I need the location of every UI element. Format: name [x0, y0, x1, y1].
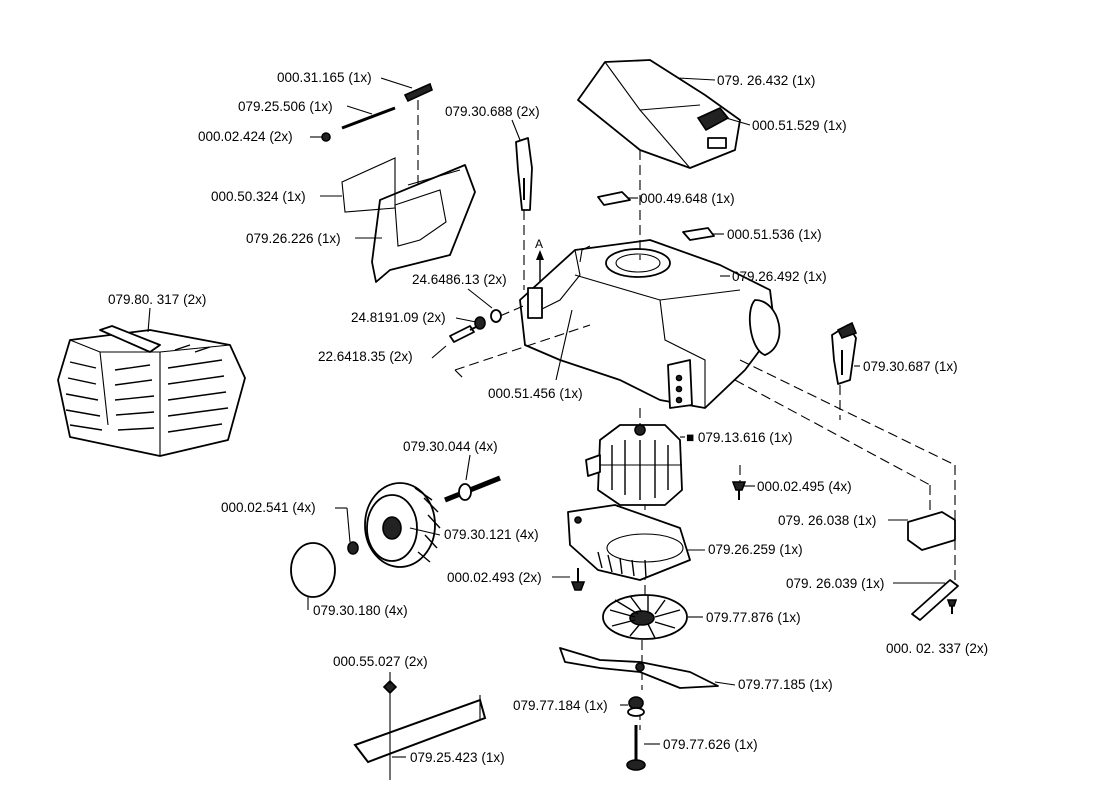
motor-drawing — [585, 424, 683, 506]
callout-p34: 079.25.423 (1x) — [410, 750, 505, 765]
grass-box-drawing — [57, 325, 246, 457]
bolt-washer-set-drawing — [449, 303, 529, 343]
fan-drawing — [602, 594, 688, 640]
label-plate-right — [682, 227, 715, 241]
wheel-assembly-drawing — [290, 475, 501, 598]
side-cover-drawing — [907, 511, 959, 621]
callout-p26: 079. 26.039 (1x) — [786, 576, 884, 591]
callout-p12: 079.26.492 (1x) — [732, 269, 827, 284]
callout-p31: 079.77.185 (1x) — [738, 677, 833, 692]
callout-p33: 079.77.626 (1x) — [663, 737, 758, 752]
callout-p18: ■ 079.13.616 (1x) — [686, 430, 793, 445]
callout-p30: 000.55.027 (2x) — [333, 654, 428, 669]
callout-p8: 000.49.648 (1x) — [640, 191, 735, 206]
arrow-a-marker: A — [535, 237, 544, 282]
callout-p15: 22.6418.35 (2x) — [318, 349, 413, 364]
motor-screw-drawing — [731, 481, 747, 500]
housing-screw-drawing — [570, 568, 586, 591]
callout-p10: 000.51.536 (1x) — [727, 227, 822, 242]
callout-p21: 000.02.541 (4x) — [221, 500, 316, 515]
callout-p6: 000.51.529 (1x) — [752, 118, 847, 133]
callout-p7: 000.50.324 (1x) — [211, 189, 306, 204]
callout-p24: 079.26.259 (1x) — [708, 542, 803, 557]
callout-p22: 079.30.121 (4x) — [444, 527, 539, 542]
callout-p14: 24.8191.09 (2x) — [351, 310, 446, 325]
label-plate-center — [597, 191, 631, 206]
mower-housing-drawing — [519, 239, 781, 409]
part-callouts: 000.31.165 (1x) 079.25.506 (1x) 000.02.4… — [108, 70, 988, 765]
callout-p25: 000.02.493 (2x) — [447, 570, 542, 585]
callout-p5: 079. 26.432 (1x) — [717, 73, 815, 88]
arrow-a-label: A — [535, 237, 543, 251]
callout-p20: 000.02.495 (4x) — [757, 479, 852, 494]
callout-p27: 079.30.180 (4x) — [313, 603, 408, 618]
callout-p4: 079.30.688 (2x) — [445, 104, 540, 119]
height-adjust-wire-drawing — [353, 679, 487, 780]
callout-p16: 079.30.687 (1x) — [863, 359, 958, 374]
callout-p13: 079.80. 317 (2x) — [108, 292, 206, 307]
motor-cover-drawing — [577, 59, 741, 169]
callout-p9: 079.26.226 (1x) — [246, 231, 341, 246]
callout-p17: 000.51.456 (1x) — [488, 386, 583, 401]
callout-p28: 079.77.876 (1x) — [706, 610, 801, 625]
blade-drawing — [559, 647, 719, 689]
rear-flap-drawing — [341, 157, 476, 283]
blade-bolt-drawing — [626, 696, 646, 771]
callout-p19: 079.30.044 (4x) — [403, 439, 498, 454]
handle-holder-left-drawing — [515, 137, 533, 290]
callout-p3: 000.02.424 (2x) — [198, 129, 293, 144]
callout-p32: 079.77.184 (1x) — [513, 698, 608, 713]
callout-p2: 079.25.506 (1x) — [238, 99, 333, 114]
fan-housing-drawing — [567, 504, 691, 581]
callout-p29: 000. 02. 337 (2x) — [886, 641, 988, 656]
callout-leaders — [147, 77, 945, 758]
handle-holder-right-drawing — [831, 321, 858, 385]
callout-p23: 079. 26.038 (1x) — [778, 513, 876, 528]
assembly-leader-lines — [454, 150, 956, 730]
callout-p11: 24.6486.13 (2x) — [412, 272, 507, 287]
hinge-rod-drawing — [321, 82, 433, 190]
callout-p1: 000.31.165 (1x) — [277, 70, 372, 85]
